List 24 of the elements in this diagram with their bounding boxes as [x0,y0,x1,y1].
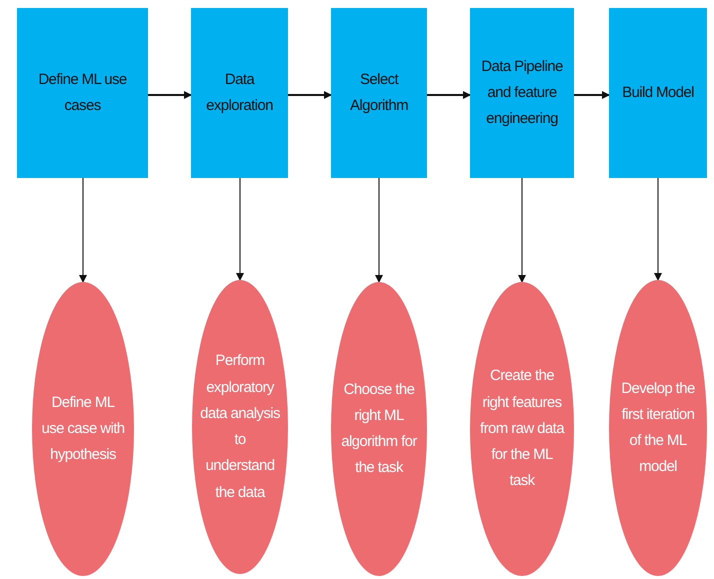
step-title: Build Model [622,82,694,103]
step-title: Data exploration [205,70,274,116]
step-title: Data Pipeline and feature engineering [480,56,564,130]
step-box [331,8,427,178]
arrow [518,178,526,283]
step-box [470,8,574,178]
arrow [148,91,192,99]
step-description: Create the right features from raw data for the ML task [479,366,566,492]
arrow [574,91,610,99]
step-description: Develop the first iteration of the ML model [620,378,696,478]
step-box [609,8,707,178]
arrow [654,178,662,281]
arrow [236,178,244,281]
step-title: Select Algorithm [349,70,409,116]
step-box [191,8,288,178]
step-box [17,8,148,178]
step-description: Perform exploratory data analysis to understand the data [200,351,280,502]
arrow [79,178,87,283]
step-description: Choose the right ML algorithm for the task [340,380,418,478]
arrow [375,178,383,283]
step-description: Define ML use case with hypothesis [40,392,126,466]
arrow [288,91,332,99]
arrow [427,91,471,99]
step-title: Define ML use cases [37,70,128,116]
